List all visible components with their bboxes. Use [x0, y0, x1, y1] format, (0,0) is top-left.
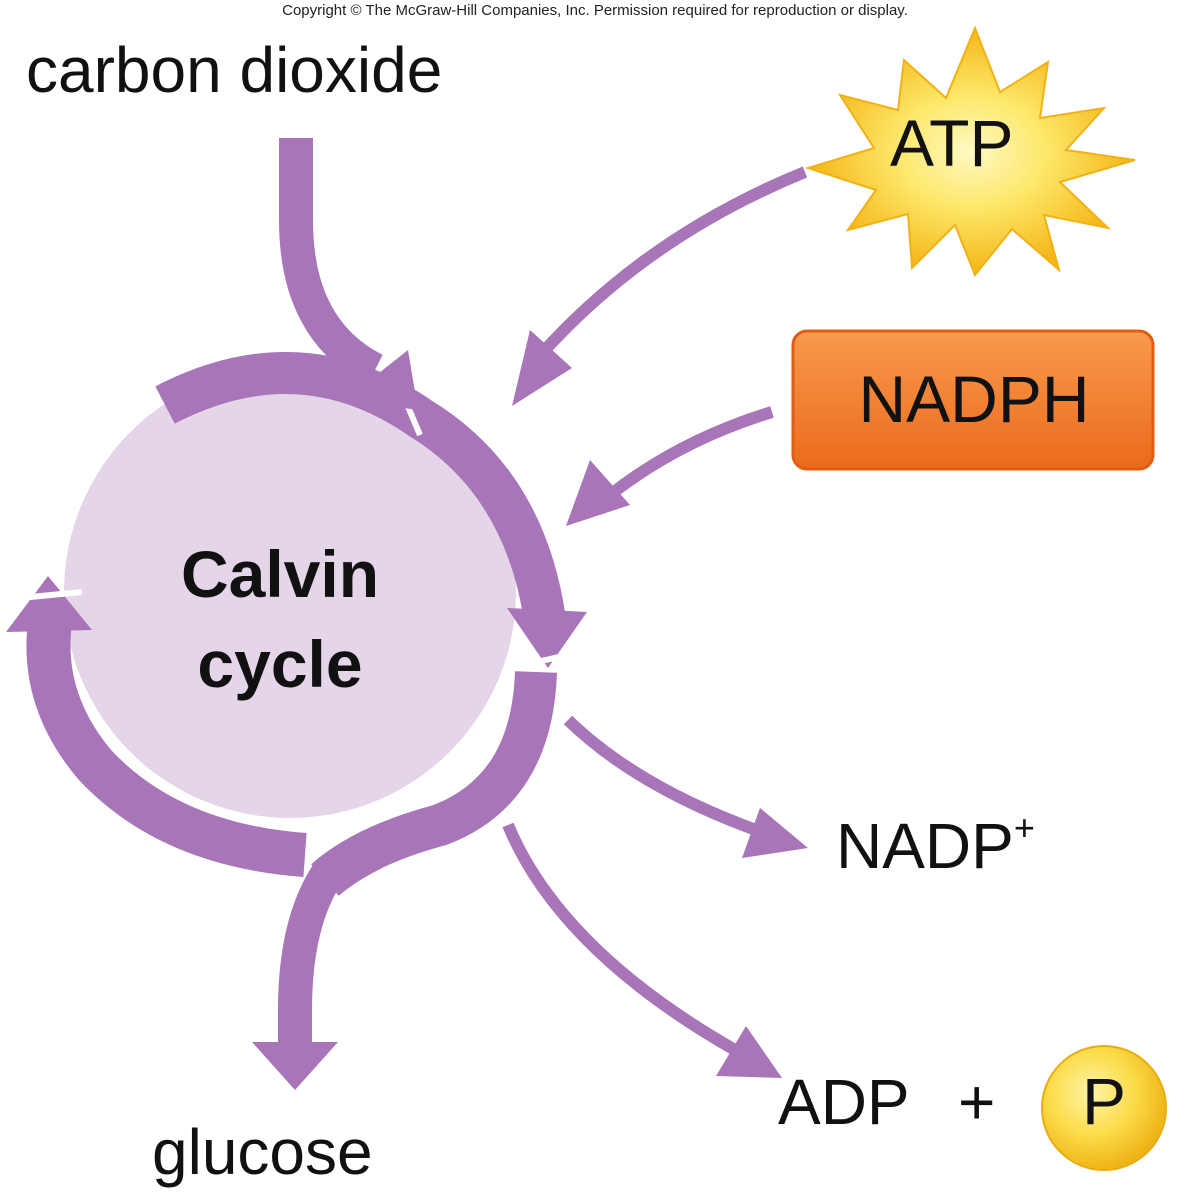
glucose-arrowhead [252, 1042, 338, 1090]
nadp-plus-label: NADP+ [836, 810, 1035, 879]
calvin-cycle-label: Calvin cycle [100, 530, 460, 710]
atp-starburst [804, 25, 1136, 277]
co2-input-arrow [279, 138, 384, 386]
adp-arrowhead [716, 1026, 782, 1078]
nadp-base-text: NADP [836, 810, 1014, 882]
copyright-notice: Copyright © The McGraw-Hill Companies, I… [282, 2, 908, 19]
nadph-input-arrow [606, 406, 774, 500]
atp-input-arrow [540, 166, 808, 355]
phosphate-label: P [1081, 1064, 1127, 1138]
phosphate-circle [1041, 1045, 1167, 1171]
glucose-label: glucose [152, 1116, 373, 1188]
calvin-cycle-line2: cycle [197, 626, 363, 701]
cycle-arc-bottom-right [311, 670, 557, 897]
gap-left [19, 589, 83, 601]
calvin-cycle-line1: Calvin [180, 537, 380, 611]
cycle-arc-left [26, 619, 307, 877]
gap-right [509, 651, 573, 671]
plus-sign: + [958, 1066, 996, 1138]
nadp-arrowhead [742, 808, 808, 858]
nadph-label: NADPH [858, 362, 1090, 436]
carbon-dioxide-label: carbon dioxide [26, 34, 443, 106]
adp-output-arrow [502, 822, 738, 1056]
cycle-arrowhead-right [507, 608, 587, 668]
nadph-box [791, 329, 1155, 471]
adp-label: ADP [778, 1066, 910, 1138]
nadph-arrowhead [566, 460, 630, 526]
cycle-arrowhead-left [6, 576, 92, 632]
cycle-disk [64, 366, 516, 818]
atp-arrowhead [512, 330, 572, 406]
cycle-arc-top-right [155, 352, 566, 624]
atp-label: ATP [890, 106, 1014, 180]
glucose-output-arrow [278, 860, 345, 1050]
nadp-charge-superscript: + [1013, 807, 1035, 848]
co2-arrowhead [345, 350, 418, 410]
nadp-output-arrow [563, 715, 772, 841]
